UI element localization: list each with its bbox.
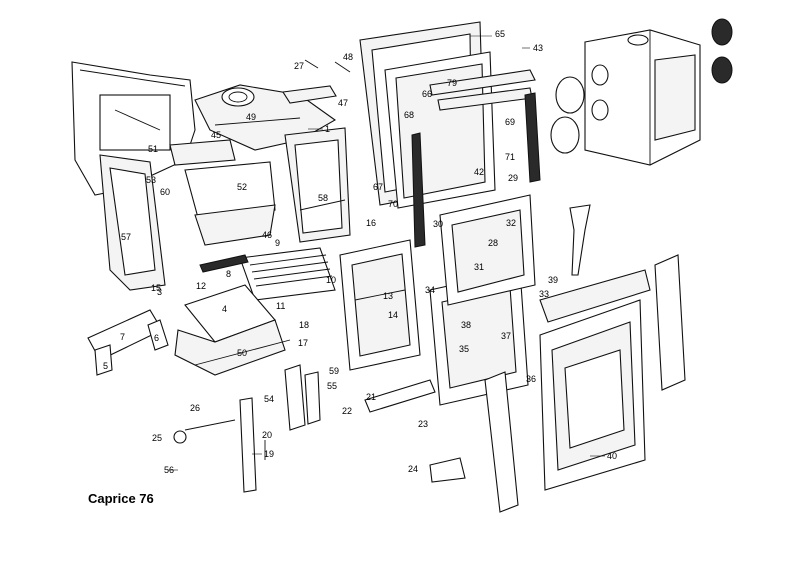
ash-pan-part bbox=[174, 284, 291, 376]
part-label: 19 bbox=[264, 449, 274, 459]
part-label: 59 bbox=[329, 366, 339, 376]
door-handle-part bbox=[569, 204, 591, 276]
deflector-parts bbox=[87, 309, 169, 376]
part-label: 47 bbox=[338, 98, 348, 108]
part-number-labels: 1 3 4 5 6 7 8 9 10 11 12 13 14 15 16 17 … bbox=[103, 29, 617, 475]
part-label: 67 bbox=[373, 182, 383, 192]
part-label: 3 bbox=[157, 287, 162, 297]
leader-lines bbox=[168, 35, 605, 471]
part-label: 79 bbox=[447, 78, 457, 88]
part-label: 20 bbox=[262, 430, 272, 440]
part-label: 69 bbox=[505, 117, 515, 127]
part-label: 4 bbox=[222, 304, 227, 314]
bottom-bracket-parts bbox=[284, 364, 466, 483]
part-label: 33 bbox=[539, 289, 549, 299]
part-label: 6 bbox=[154, 333, 159, 343]
part-label: 39 bbox=[548, 275, 558, 285]
part-label: 31 bbox=[474, 262, 484, 272]
grate-part bbox=[199, 247, 336, 301]
tall-post-part bbox=[484, 371, 519, 513]
part-label: 18 bbox=[299, 320, 309, 330]
part-label: 13 bbox=[383, 291, 393, 301]
part-label: 48 bbox=[343, 52, 353, 62]
glass-strip-part bbox=[411, 69, 536, 248]
part-label: 51 bbox=[148, 144, 158, 154]
part-label: 9 bbox=[275, 238, 280, 248]
part-label: 40 bbox=[607, 451, 617, 461]
part-label: 26 bbox=[190, 403, 200, 413]
side-seal-part bbox=[524, 92, 541, 183]
part-label: 29 bbox=[508, 173, 518, 183]
part-label: 21 bbox=[366, 392, 376, 402]
part-label: 65 bbox=[495, 29, 505, 39]
part-label: 17 bbox=[298, 338, 308, 348]
part-label: 32 bbox=[506, 218, 516, 228]
part-label: 27 bbox=[294, 61, 304, 71]
glass-door-part bbox=[439, 194, 536, 306]
damper-parts bbox=[282, 59, 351, 104]
part-label: 12 bbox=[196, 281, 206, 291]
part-label: 58 bbox=[318, 193, 328, 203]
part-label: 52 bbox=[237, 182, 247, 192]
part-label: 70 bbox=[388, 199, 398, 209]
side-strip-part bbox=[654, 254, 686, 391]
side-panel-part bbox=[99, 154, 166, 291]
part-label: 55 bbox=[327, 381, 337, 391]
part-label: 60 bbox=[160, 187, 170, 197]
part-label: 23 bbox=[418, 419, 428, 429]
part-label: 34 bbox=[425, 285, 435, 295]
part-label: 35 bbox=[459, 344, 469, 354]
top-box-part bbox=[584, 29, 701, 166]
part-label: 66 bbox=[422, 89, 432, 99]
part-label: 45 bbox=[211, 130, 221, 140]
part-label: 8 bbox=[226, 269, 231, 279]
part-label: 22 bbox=[342, 406, 352, 416]
part-label: 53 bbox=[146, 175, 156, 185]
diagram-title: Caprice 76 bbox=[88, 491, 154, 506]
part-label: 57 bbox=[121, 232, 131, 242]
part-label: 54 bbox=[264, 394, 274, 404]
part-label: 43 bbox=[533, 43, 543, 53]
part-label: 15 bbox=[151, 283, 161, 293]
part-label: 49 bbox=[246, 112, 256, 122]
part-label: 42 bbox=[474, 167, 484, 177]
part-label: 24 bbox=[408, 464, 418, 474]
control-rod-parts bbox=[173, 397, 266, 493]
part-label: 11 bbox=[276, 301, 285, 311]
inner-frame-part bbox=[384, 51, 496, 209]
part-label: 46 bbox=[262, 230, 272, 240]
baffle-part bbox=[169, 139, 276, 246]
part-label: 14 bbox=[388, 310, 398, 320]
front-door-frame-part bbox=[339, 239, 421, 371]
round-covers-part bbox=[550, 18, 733, 154]
part-label: 36 bbox=[526, 374, 536, 384]
part-label: 28 bbox=[488, 238, 498, 248]
part-label: 37 bbox=[501, 331, 511, 341]
part-label: 7 bbox=[120, 332, 125, 342]
part-label: 68 bbox=[404, 110, 414, 120]
part-label: 10 bbox=[326, 275, 336, 285]
part-label: 50 bbox=[237, 348, 247, 358]
part-label: 1 bbox=[325, 124, 330, 134]
part-label: 16 bbox=[366, 218, 376, 228]
part-label: 5 bbox=[103, 361, 108, 371]
rear-firebox-part bbox=[284, 127, 351, 243]
part-label: 30 bbox=[433, 219, 443, 229]
front-door-assembly-part bbox=[539, 269, 651, 491]
part-label: 25 bbox=[152, 433, 162, 443]
part-label: 71 bbox=[505, 152, 515, 162]
part-label: 38 bbox=[461, 320, 471, 330]
